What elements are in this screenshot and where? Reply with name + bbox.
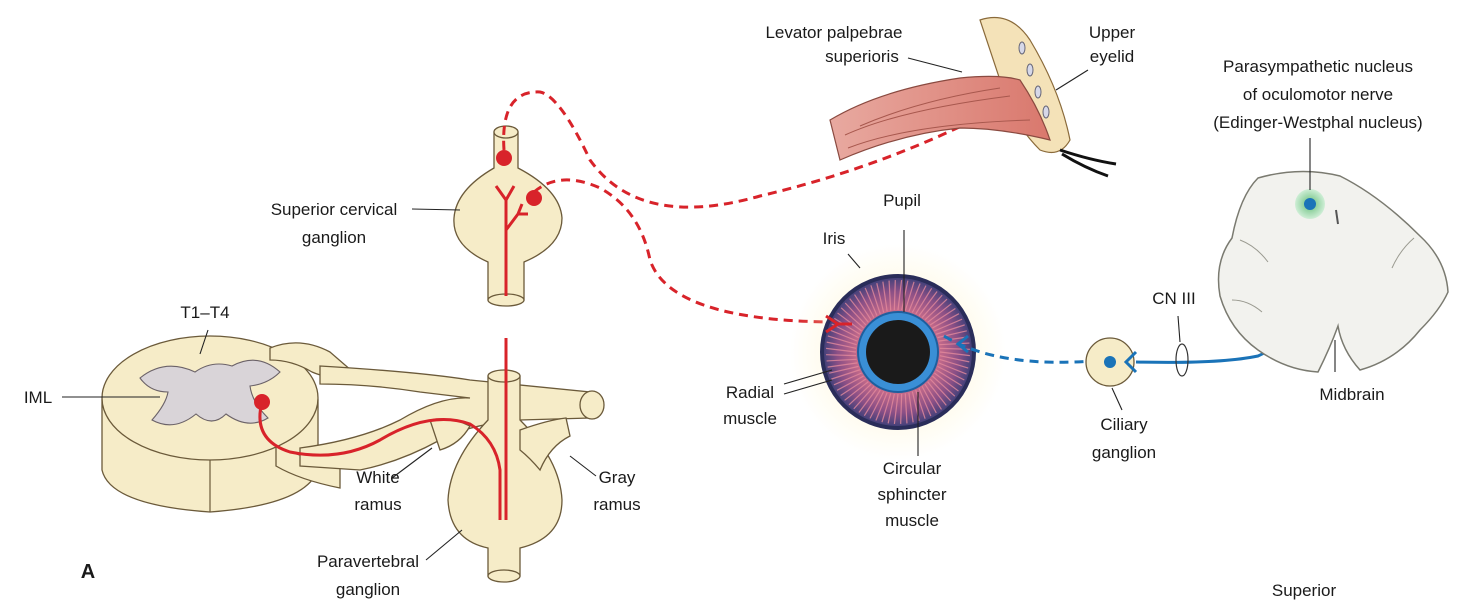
white-ramus-label-line2: ramus	[354, 495, 401, 514]
paravertebral-label-line1: Paravertebral	[317, 552, 419, 571]
iris-label: Iris	[823, 229, 846, 248]
panel-letter-a: A	[81, 561, 95, 583]
midbrain	[1219, 171, 1449, 372]
spinal-cord-segment	[102, 336, 360, 512]
paravertebral-label-line2: ganglion	[336, 580, 400, 599]
para-nucleus-label-line2: of oculomotor nerve	[1243, 85, 1393, 104]
scg-neuron-eyelid	[496, 150, 512, 166]
ciliary-ganglion-label-line1: Ciliary	[1100, 415, 1148, 434]
upper-eyelid-label-line1: Upper	[1089, 23, 1136, 42]
upper-eyelid-label-line2: eyelid	[1090, 47, 1134, 66]
radial-muscle-label-line2: muscle	[723, 409, 777, 428]
superior-label: Superior	[1272, 581, 1337, 600]
white-ramus-label-line1: White	[356, 468, 399, 487]
eye-iris	[790, 244, 1006, 460]
circular-sphincter-label-line1: Circular	[883, 459, 942, 478]
edinger-westphal-nucleus-neuron	[1304, 198, 1316, 210]
superior-cervical-label-line1: Superior cervical	[271, 200, 398, 219]
iml-neuron	[254, 394, 270, 410]
gray-ramus-label-line2: ramus	[593, 495, 640, 514]
pupil-label: Pupil	[883, 191, 921, 210]
ciliary-ganglion	[1086, 338, 1136, 386]
superior-cervical-label-line2: ganglion	[302, 228, 366, 247]
para-nucleus-label-line3: (Edinger-Westphal nucleus)	[1213, 113, 1422, 132]
iml-label: IML	[24, 388, 52, 407]
cn3-nerve-cut	[1176, 344, 1188, 376]
cn3-label: CN III	[1152, 289, 1195, 308]
midbrain-label: Midbrain	[1319, 385, 1384, 404]
gray-ramus-label-line1: Gray	[599, 468, 636, 487]
postganglionic-to-radial-muscle	[534, 180, 830, 322]
radial-muscle-label-line1: Radial	[726, 383, 774, 402]
t1-t4-label: T1–T4	[180, 303, 229, 322]
scg-neuron-iris	[526, 190, 542, 206]
paravertebral-ganglion	[300, 366, 604, 582]
levator-label-line1: Levator palpebrae	[765, 23, 902, 42]
ciliary-ganglion-label-line2: ganglion	[1092, 443, 1156, 462]
circular-sphincter-label-line3: muscle	[885, 511, 939, 530]
circular-sphincter-label-line2: sphincter	[878, 485, 947, 504]
para-nucleus-label-line1: Parasympathetic nucleus	[1223, 57, 1413, 76]
eyelashes	[1060, 150, 1116, 176]
pupil	[866, 320, 930, 384]
levator-label-line2: superioris	[825, 47, 899, 66]
